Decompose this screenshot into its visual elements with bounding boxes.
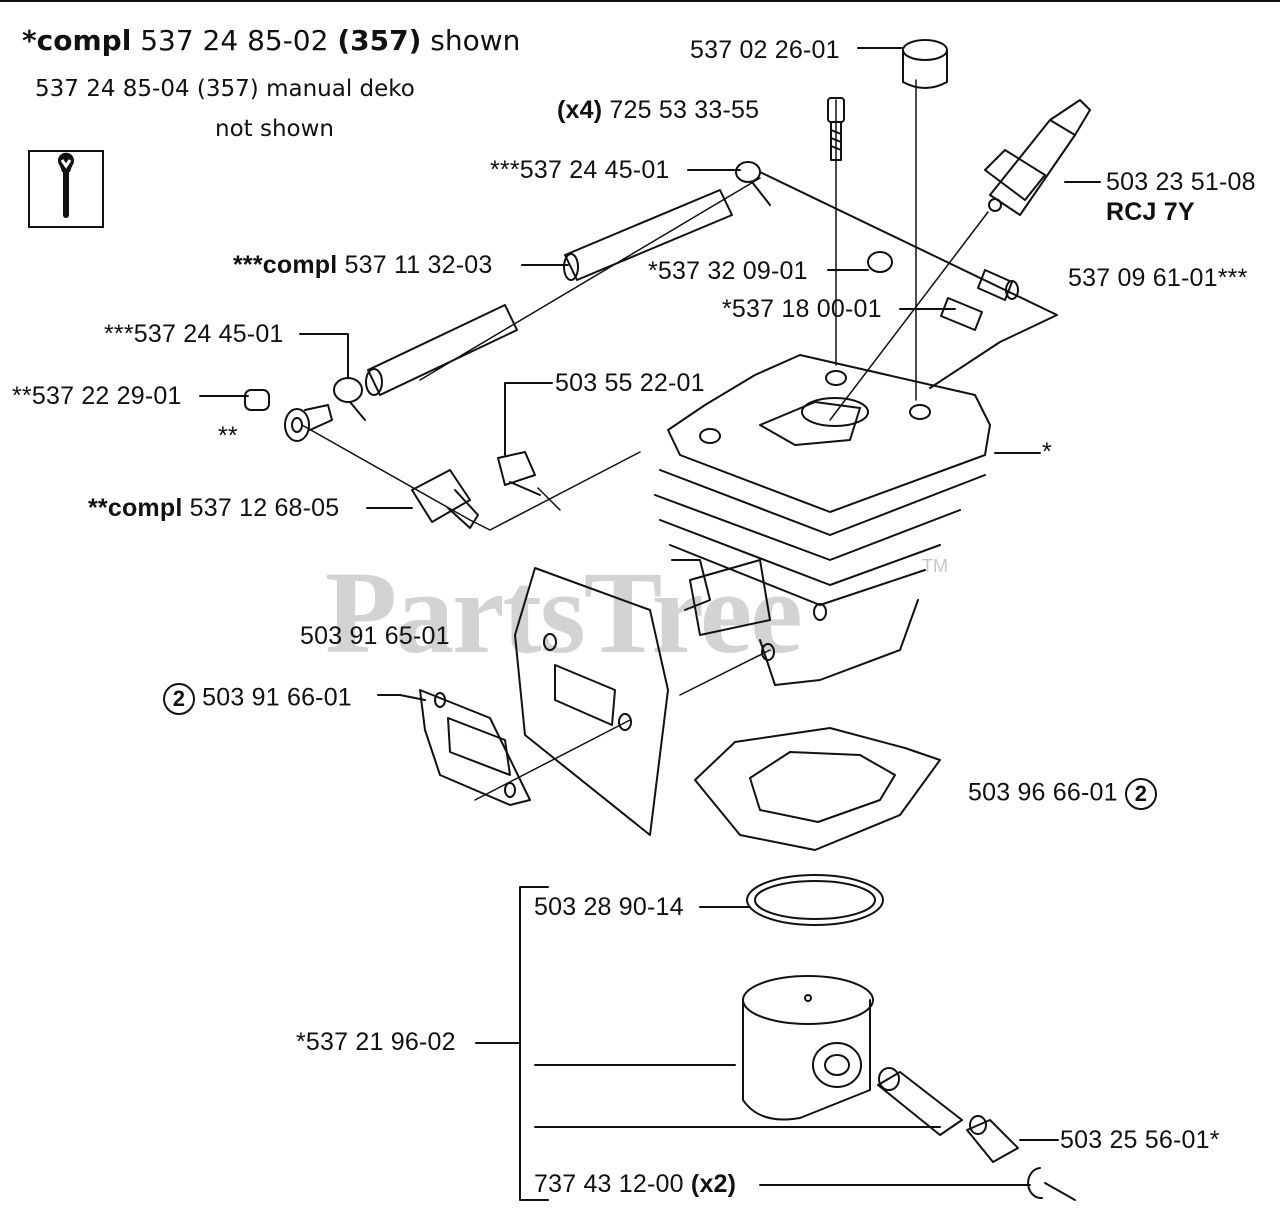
spring-clip	[867, 251, 893, 273]
bolt	[827, 97, 845, 161]
label-537113203-part: 537 11 32-03	[344, 251, 493, 279]
adapter-fitting	[411, 469, 479, 529]
label-cylinder-star: *	[1042, 438, 1052, 466]
label-537126805-part: 537 12 68-05	[189, 494, 340, 522]
exhaust-gasket	[419, 689, 531, 806]
label-737431200[interactable]: 737 43 12-00 (x2)	[534, 1172, 736, 1197]
plug-cap	[902, 39, 948, 89]
label-537222901[interactable]: **537 22 29-01	[12, 382, 182, 410]
hose-upper	[563, 189, 733, 281]
plug-503552201	[497, 451, 541, 496]
label-537126805-prefix: **compl	[88, 494, 183, 522]
piston	[742, 975, 874, 1121]
label-537180001[interactable]: *537 18 00-01	[722, 295, 882, 323]
header-line-1: *compl 537 24 85-02 (357) shown	[22, 24, 520, 57]
qty-circle-503916601: 2	[163, 683, 195, 715]
header-compl-prefix: *compl	[22, 24, 132, 57]
label-503916601-part: 503 91 66-01	[202, 683, 352, 712]
leader-503916601	[377, 694, 426, 701]
label-503255601[interactable]: 503 25 56-01*	[1060, 1126, 1220, 1154]
label-537096101[interactable]: 537 09 61-01***	[1068, 264, 1248, 292]
label-725533355[interactable]: (x4) 725 53 33-55	[557, 98, 759, 123]
needle-bearing	[966, 1115, 1019, 1163]
label-503289014[interactable]: 503 28 90-14	[534, 893, 684, 921]
label-503916501[interactable]: 503 91 65-01	[300, 622, 450, 650]
piston-pin	[877, 1067, 963, 1136]
label-503966601[interactable]: 503 96 66-01 2	[968, 778, 1157, 810]
spark-plug	[984, 99, 1091, 216]
label-537244501-top[interactable]: ***537 24 45-01	[490, 156, 670, 184]
header-line-2: 537 24 85-04 (357) manual deko	[35, 76, 415, 102]
circlip	[1027, 1167, 1076, 1201]
label-537113203-prefix: ***compl	[233, 251, 338, 279]
base-gasket	[694, 727, 941, 851]
label-537219602[interactable]: *537 21 96-02	[296, 1028, 456, 1056]
qty-circle-503966601: 2	[1124, 778, 1157, 810]
label-537113203[interactable]: ***compl 537 11 32-03	[233, 253, 492, 278]
label-rcj7y: RCJ 7Y	[1106, 198, 1195, 226]
heat-shield	[514, 567, 669, 836]
wrench-icon	[58, 152, 74, 218]
piston-bracket	[519, 886, 549, 1201]
label-725533355-qty: (x4)	[557, 96, 603, 124]
watermark-trademark: TM	[922, 556, 948, 576]
leader-5372445-left	[299, 333, 349, 379]
hose-lower	[365, 304, 518, 396]
leader-503552201	[504, 382, 553, 456]
hose-clip-left	[333, 377, 366, 421]
label-725533355-part: 725 53 33-55	[609, 96, 760, 124]
label-537126805[interactable]: **compl 537 12 68-05	[88, 496, 339, 521]
tool-box	[28, 150, 104, 228]
label-737431200-part: 737 43 12-00	[534, 1170, 684, 1198]
assembly-line-top	[759, 171, 1058, 389]
header-line-3: not shown	[215, 116, 334, 142]
label-737431200-qty: (x2)	[690, 1170, 737, 1198]
sleeve-537096101	[977, 269, 1019, 301]
cylinder	[654, 354, 991, 686]
label-503916601[interactable]: 2 503 91 66-01	[163, 683, 352, 715]
watermark: PartsTree	[325, 547, 803, 678]
header-part-number: 537 24 85-02	[140, 24, 329, 57]
decomp-valve	[244, 389, 270, 411]
label-537320901[interactable]: *537 32 09-01	[648, 257, 808, 285]
label-503966601-part: 503 96 66-01	[968, 778, 1118, 807]
header-shown: shown	[430, 24, 521, 57]
label-537022601[interactable]: 537 02 26-01	[690, 36, 840, 64]
label-double-star: **	[218, 422, 238, 450]
label-503235108[interactable]: 503 23 51-08	[1106, 168, 1256, 196]
washer	[284, 404, 333, 442]
sleeve-537180001	[940, 297, 983, 331]
header-model: (357)	[337, 24, 422, 57]
hose-clip-top	[735, 161, 771, 206]
piston-ring	[746, 874, 884, 926]
label-503552201[interactable]: 503 55 22-01	[555, 369, 705, 397]
label-537244501-left[interactable]: ***537 24 45-01	[104, 320, 284, 348]
